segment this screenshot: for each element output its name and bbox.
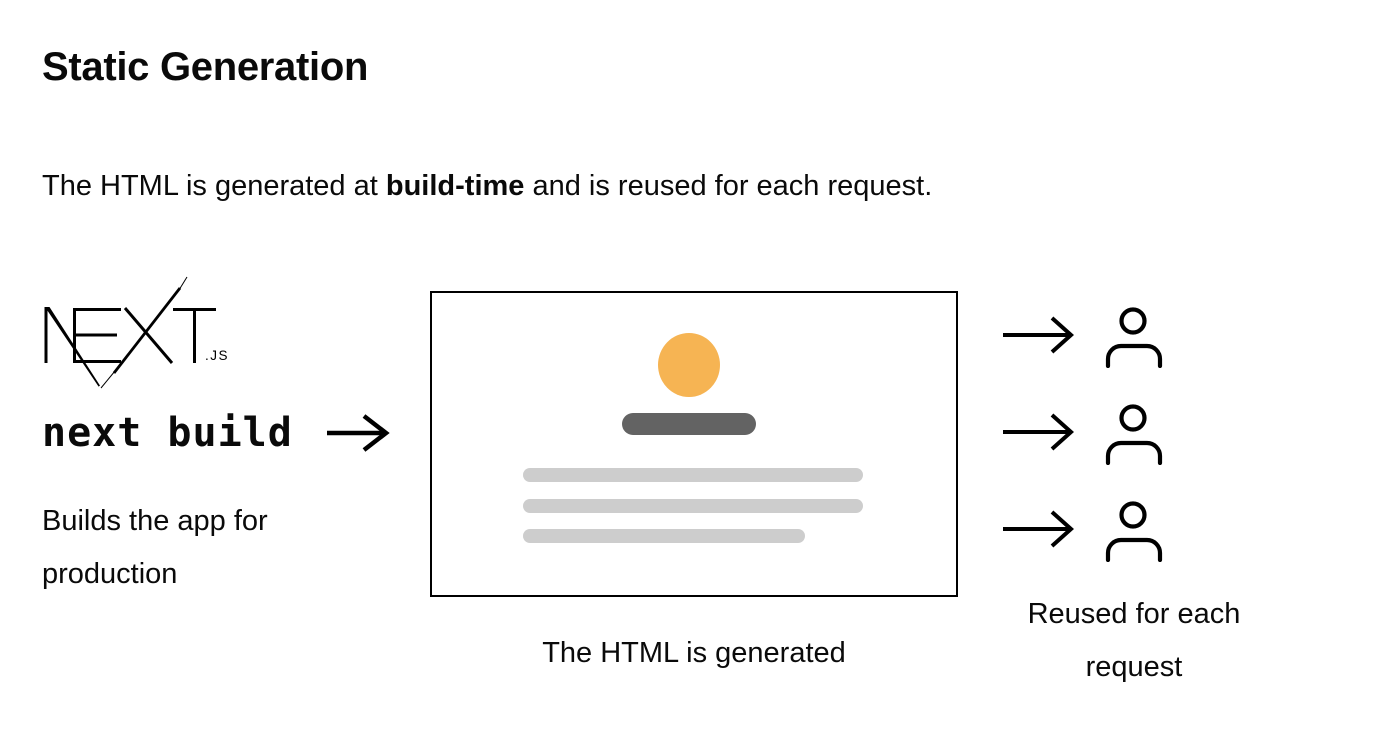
nextjs-logo-icon: .JS bbox=[44, 276, 229, 389]
preview-caption: The HTML is generated bbox=[542, 637, 846, 669]
reuse-caption: Reused for each request bbox=[1027, 598, 1241, 683]
avatar-circle bbox=[658, 333, 720, 397]
request-row bbox=[1002, 401, 1172, 467]
html-preview-box bbox=[430, 291, 958, 597]
user-icon bbox=[1105, 501, 1163, 562]
text-placeholder-bar bbox=[523, 499, 863, 513]
text-placeholder-bar bbox=[523, 529, 805, 543]
arrow-right-icon bbox=[1003, 316, 1074, 354]
nextjs-logo-js-label: .JS bbox=[205, 348, 229, 363]
arrow-right-icon bbox=[1003, 413, 1074, 451]
request-row bbox=[1002, 304, 1172, 370]
intro-text: The HTML is generated at build-time and … bbox=[42, 168, 932, 204]
arrow-right-icon bbox=[327, 414, 390, 452]
intro-text-after: and is reused for each request. bbox=[524, 170, 933, 202]
user-icon bbox=[1105, 404, 1163, 465]
build-caption: Builds the app for production bbox=[42, 505, 268, 590]
intro-text-bold: build-time bbox=[385, 170, 525, 202]
build-command: next build bbox=[42, 410, 293, 456]
arrow-right-icon bbox=[1003, 510, 1074, 548]
user-icon bbox=[1105, 307, 1163, 368]
page-title: Static Generation bbox=[42, 45, 369, 89]
text-placeholder-bar bbox=[523, 468, 863, 482]
intro-text-before: The HTML is generated at bbox=[42, 170, 386, 202]
heading-placeholder-bar bbox=[622, 413, 756, 435]
request-row bbox=[1002, 498, 1172, 564]
